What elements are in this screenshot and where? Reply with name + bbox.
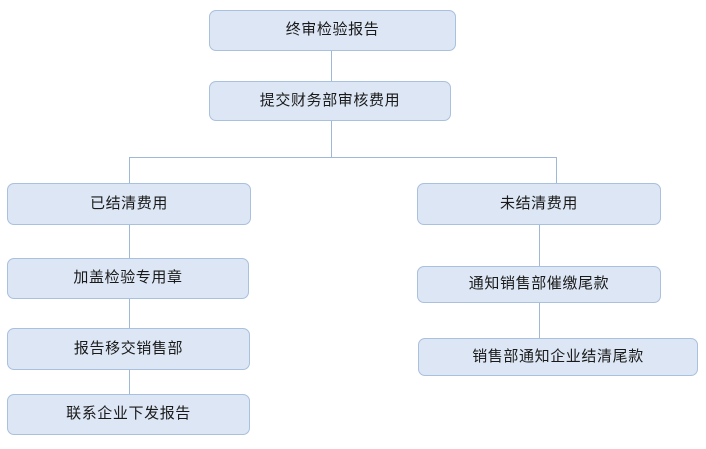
edge-n2-branchbar-stem [331,120,332,157]
edge-n5-n6 [129,370,130,395]
edge-n8-n9 [539,303,540,338]
edge-n4-n5 [129,299,130,329]
edge-branch-bar [129,157,557,158]
node-submit-finance-review-fee[interactable]: 提交财务部审核费用 [209,81,451,121]
edge-branchbar-n3 [129,157,130,184]
edge-n3-n4 [129,225,130,259]
node-affix-inspection-seal[interactable]: 加盖检验专用章 [7,258,249,299]
node-final-inspection-report[interactable]: 终审检验报告 [209,10,456,51]
node-report-transfer-sales[interactable]: 报告移交销售部 [7,328,250,370]
node-fee-settled[interactable]: 已结清费用 [7,183,251,225]
node-fee-unsettled[interactable]: 未结清费用 [417,183,661,225]
edge-n1-n2 [331,50,332,81]
node-contact-enterprise-issue-report[interactable]: 联系企业下发报告 [7,394,250,435]
edge-n7-n8 [539,225,540,266]
node-notify-sales-collect-balance[interactable]: 通知销售部催缴尾款 [417,266,661,303]
node-sales-notify-enterprise-settle-balance[interactable]: 销售部通知企业结清尾款 [418,338,698,376]
edge-branchbar-n7 [556,157,557,184]
